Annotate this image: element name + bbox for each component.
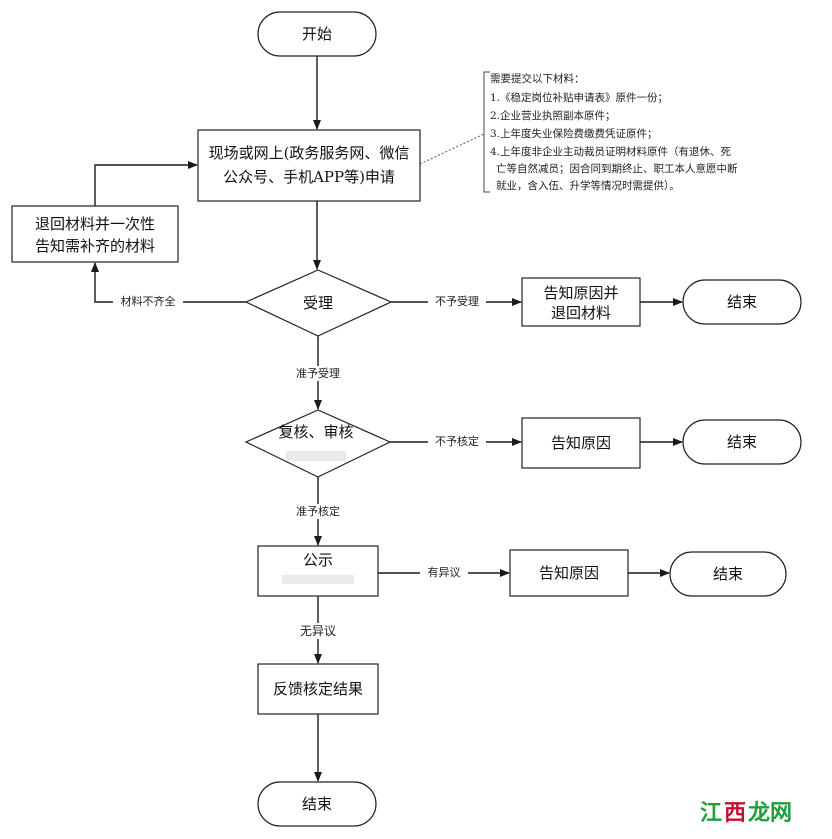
edge-label-incomplete: 材料不齐全 [121, 294, 176, 308]
end-terminal-3 [669, 551, 787, 597]
site-watermark-logo: 江 西 龙网 [700, 801, 792, 826]
end-terminal-1 [682, 279, 802, 325]
return-materials-box [11, 205, 179, 263]
notify-return-line1: 告知原因并 [543, 284, 618, 302]
blurred-text-mark [286, 451, 346, 461]
note-bracket [483, 71, 490, 193]
blurred-text-mark-2 [282, 575, 354, 584]
notify-return-box [521, 277, 641, 327]
watermark-part-3: 龙网 [748, 801, 792, 826]
edge-accept-return [91, 262, 246, 303]
edge-label-no-objection: 无异议 [300, 624, 336, 638]
notify-label-2: 告知原因 [551, 434, 611, 452]
edge-label-approved: 准予核定 [296, 504, 340, 518]
label-bg-not-approved [428, 434, 486, 449]
note-title: 需要提交以下材料： [490, 72, 585, 85]
notify-box-3 [509, 549, 629, 597]
watermark-part-2: 西 [724, 801, 746, 826]
note-connector [419, 133, 485, 165]
accept-label: 受理 [303, 294, 333, 312]
edge-return-apply [94, 161, 198, 206]
start-label: 开始 [302, 25, 332, 43]
return-label-line2: 告知需补齐的材料 [35, 237, 155, 255]
note-item-3: 3.上年度失业保险费缴费凭证原件； [490, 127, 658, 140]
label-bg-not-accepted [428, 294, 486, 309]
notify-label-3: 告知原因 [539, 564, 599, 582]
end-label-final: 结束 [302, 795, 332, 813]
note-item-4-line1: 4.上年度非企业主动裁员证明材料原件（有退休、死 [490, 145, 732, 158]
note-item-2: 2.企业营业执照副本原件； [490, 109, 616, 122]
end-label-1: 结束 [727, 293, 757, 311]
edge-label-not-accepted: 不予受理 [435, 295, 479, 308]
edge-label-objection: 有异议 [428, 565, 461, 579]
label-bg-no-objection [290, 623, 346, 639]
note-item-4-line3: 就业，含入伍、升学等情况时需提供）。 [496, 179, 680, 192]
edge-label-not-approved: 不予核定 [435, 434, 479, 448]
end-terminal-2 [682, 419, 802, 465]
review-decision [244, 409, 392, 478]
watermark-part-1: 江 [700, 801, 722, 826]
note-item-1: 1.《稳定岗位补贴申请表》原件一份； [490, 91, 668, 104]
end-terminal-final [257, 781, 377, 827]
feedback-box [257, 663, 379, 715]
edge-label-accepted: 准予受理 [296, 367, 340, 380]
publicize-box [257, 545, 379, 597]
end-label-2: 结束 [727, 433, 757, 451]
publicize-label: 公示 [303, 551, 333, 569]
apply-process-box [197, 129, 421, 202]
return-label-line1: 退回材料并一次性 [35, 215, 155, 233]
label-bg-incomplete [113, 294, 183, 309]
apply-label-line2: 公众号、手机APP等)申请 [223, 168, 395, 186]
label-bg-accepted [288, 366, 348, 381]
notify-box-2 [521, 417, 641, 469]
apply-label-line1: 现场或网上(政务服务网、微信 [209, 144, 410, 162]
review-label: 复核、审核 [278, 423, 353, 441]
end-label-3: 结束 [713, 565, 743, 583]
label-bg-approved [288, 504, 348, 519]
feedback-label: 反馈核定结果 [273, 680, 363, 698]
note-item-4-line2: 亡等自然减员；因合同到期终止、职工本人意愿中断 [496, 162, 738, 175]
notify-return-line2: 退回材料 [551, 304, 611, 322]
label-bg-objection [420, 565, 468, 580]
